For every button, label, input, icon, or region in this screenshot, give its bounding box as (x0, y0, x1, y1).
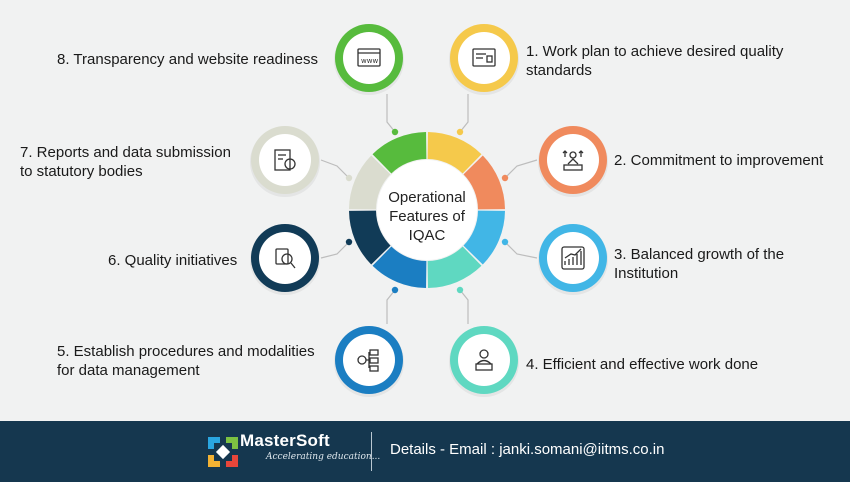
bubble-inner-6 (259, 232, 311, 284)
bubble-inner-7 (259, 134, 311, 186)
website-www-icon: www (357, 48, 381, 67)
footer-divider (371, 432, 372, 471)
feature-label-6: 6. Quality initiatives (108, 252, 238, 269)
ring-segment-8 (372, 132, 427, 174)
ring-segment-7 (349, 155, 391, 210)
svg-text:www: www (361, 57, 378, 65)
ring-segment-4 (427, 246, 482, 288)
ring-segment-6 (349, 210, 391, 265)
connector-dot-3 (501, 238, 509, 246)
blueprint-icon (472, 48, 496, 67)
bubble-inner-8 (343, 32, 395, 84)
ring-segment-1 (427, 132, 482, 174)
data-flow-icon (357, 349, 379, 372)
report-document-icon (274, 149, 296, 171)
center-disc (377, 160, 477, 260)
feature-label-7: 7. Reports and data submission to statut… (20, 144, 231, 180)
feature-label-4: 4. Efficient and effective work done (526, 356, 759, 373)
connector-dot-5 (391, 286, 399, 294)
connector-dot-7 (345, 174, 353, 182)
connector-line-6 (320, 241, 350, 259)
quality-inspection-icon (275, 248, 296, 269)
connector-dot-6 (345, 238, 353, 246)
growth-chart-icon (561, 246, 585, 270)
connector-dot-4 (456, 286, 464, 294)
connector-line-2 (504, 159, 538, 179)
connector-dot-8 (391, 128, 399, 136)
ring-segment-3 (463, 210, 505, 265)
mastersoft-logo-icon (208, 437, 238, 467)
ring-segment-5 (372, 246, 427, 288)
connector-line-7 (320, 159, 350, 179)
connector-line-5 (386, 289, 396, 324)
brand-name: MasterSoft (240, 431, 330, 450)
connector-line-3 (504, 241, 538, 259)
brand-tagline: Accelerating education... (266, 452, 381, 462)
contact-details: Details - Email : janki.somani@iitms.co.… (390, 441, 665, 458)
center-title: Operational Features of IQAC (388, 189, 466, 244)
diagram-svg: www (250, 24, 608, 397)
footer-bar: MasterSoft Accelerating education... Det… (0, 421, 850, 482)
worker-laptop-icon (475, 349, 493, 371)
connector-dot-1 (456, 128, 464, 136)
ring-segment-2 (463, 155, 505, 210)
feature-label-2: 2. Commitment to improvement (614, 152, 824, 169)
feature-label-3: 3. Balanced growth of the Institution (614, 246, 785, 282)
bubble-inner-2 (547, 134, 599, 186)
bubble-inner-1 (458, 32, 510, 84)
connector-line-1 (459, 94, 469, 133)
connector-line-8 (386, 94, 396, 133)
connector-line-4 (459, 289, 469, 324)
feature-label-1: 1. Work plan to achieve desired quality … (526, 43, 784, 79)
feature-label-5: 5. Establish procedures and modalities f… (57, 343, 315, 379)
podium-leader-icon (562, 150, 584, 171)
diagram-stage: www Operational Features of IQAC 1. Work… (20, 24, 824, 397)
feature-label-8: 8. Transparency and website readiness (57, 51, 318, 68)
connector-dot-2 (501, 174, 509, 182)
